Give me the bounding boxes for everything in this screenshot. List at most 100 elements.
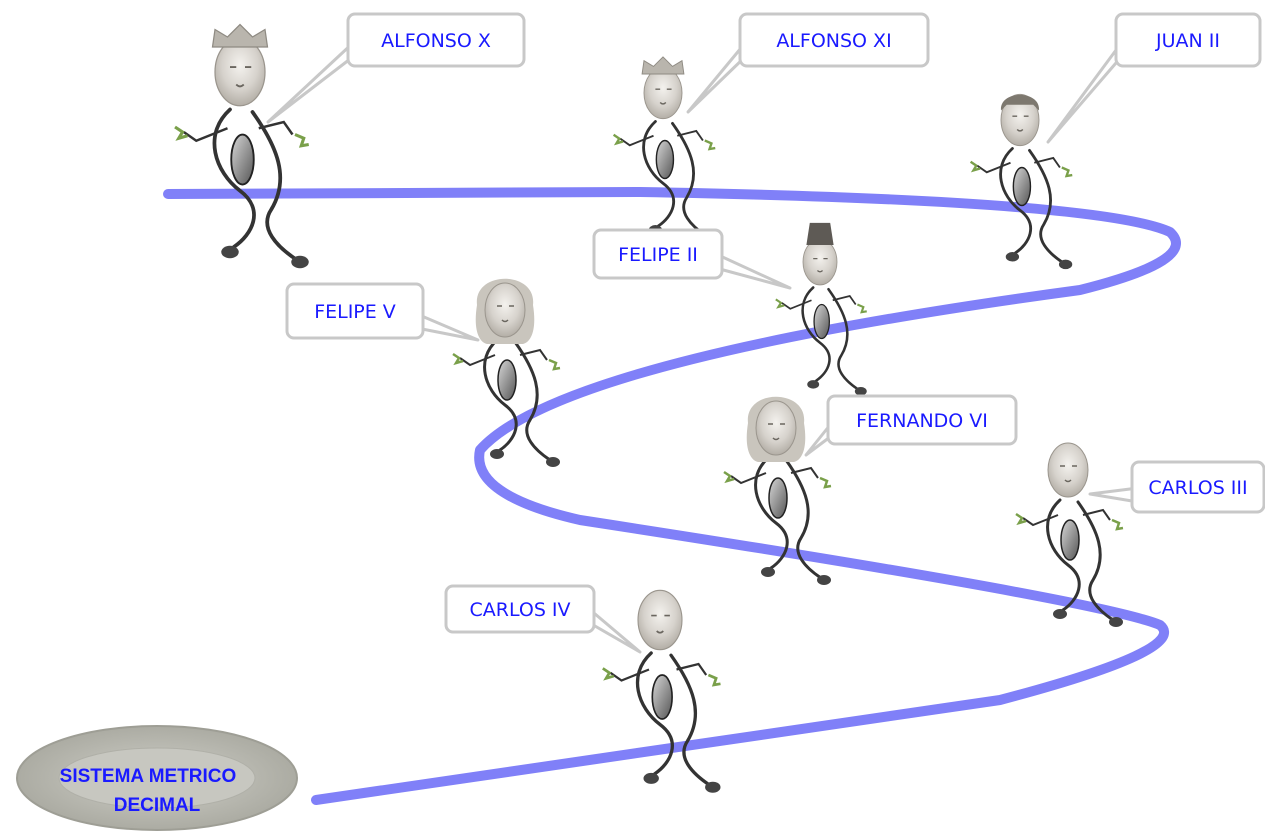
- right-hand-icon: [1061, 166, 1073, 178]
- callout-8: CARLOS IV: [444, 584, 642, 654]
- figure-torso: [1012, 166, 1032, 207]
- face-features: [1060, 465, 1077, 483]
- left-foot-icon: [807, 380, 820, 389]
- badge-inner-ellipse: [58, 747, 256, 809]
- face-features: [1012, 115, 1029, 132]
- right-foot-icon: [817, 575, 831, 585]
- badge-line-2: DECIMAL: [114, 795, 201, 816]
- portrait-face: [1047, 442, 1089, 498]
- left-hand-icon: [602, 667, 615, 681]
- left-hand-icon: [1015, 512, 1027, 526]
- callout-pointer: [266, 40, 356, 124]
- right-hand-icon: [856, 303, 867, 314]
- callout-2: ALFONSO XI: [686, 12, 930, 114]
- right-foot-icon: [546, 457, 560, 467]
- callout-pointer: [1046, 40, 1124, 144]
- callout-pointer: [415, 312, 480, 342]
- figure-arms: [781, 295, 857, 310]
- callout-box: [346, 12, 526, 68]
- figure-arms: [730, 466, 819, 485]
- figure-arms: [1022, 508, 1111, 527]
- left-foot-icon: [761, 567, 775, 577]
- figure-arms: [976, 156, 1061, 174]
- callout-4: FELIPE II: [592, 228, 792, 290]
- monarch-name-label: FERNANDO VI: [856, 410, 988, 432]
- face-features: [768, 423, 785, 441]
- figure-body: [483, 338, 552, 462]
- right-hand-icon: [294, 133, 310, 148]
- monarch-name-label: CARLOS III: [1148, 477, 1247, 499]
- monarch-figure: [1015, 442, 1124, 627]
- monarch-name-label: FELIPE V: [314, 301, 396, 323]
- callout-box: [826, 394, 1018, 446]
- figure-body: [999, 147, 1065, 264]
- face-features: [497, 305, 514, 323]
- left-hand-icon: [174, 125, 188, 141]
- callout-box: [592, 228, 724, 280]
- portrait-face: [484, 282, 526, 338]
- figure-torso: [768, 477, 788, 519]
- monarch-name-label: ALFONSO XI: [776, 30, 891, 52]
- left-hand-icon: [612, 133, 624, 146]
- figure-torso: [1060, 519, 1080, 561]
- figure-body: [801, 286, 860, 391]
- callout-box: [1130, 460, 1265, 514]
- portrait-face: [214, 37, 266, 107]
- figure-arms: [619, 129, 704, 147]
- callout-7: CARLOS III: [1088, 460, 1265, 514]
- right-foot-icon: [291, 255, 309, 269]
- monarch-figure: [612, 56, 716, 243]
- portrait-face: [802, 238, 838, 286]
- callout-box: [738, 12, 930, 68]
- portrait-face: [1000, 93, 1040, 147]
- figure-torso: [813, 303, 830, 340]
- right-hand-icon: [548, 358, 561, 371]
- monarch-figure: [723, 396, 832, 585]
- monarch-figure: [452, 278, 561, 467]
- badge-line-1: SISTEMA METRICO: [60, 766, 237, 787]
- left-foot-icon: [643, 772, 659, 784]
- left-foot-icon: [221, 245, 239, 259]
- left-hand-icon: [969, 160, 981, 173]
- figure-arms: [609, 662, 708, 682]
- end-badge: SISTEMA METRICO DECIMAL: [16, 725, 298, 831]
- portrait-face: [755, 400, 797, 456]
- left-hand-icon: [775, 298, 785, 309]
- right-hand-icon: [704, 139, 716, 151]
- portrait-face: [643, 66, 683, 120]
- monarch-name-label: JUAN II: [1155, 30, 1220, 52]
- callout-pointer: [686, 40, 748, 114]
- left-hand-icon: [452, 352, 464, 366]
- portrait-face: [637, 589, 683, 651]
- callout-box: [1114, 12, 1262, 68]
- figure-body: [635, 651, 712, 787]
- figure-arms: [183, 120, 294, 143]
- left-foot-icon: [490, 449, 504, 459]
- figure-torso: [230, 133, 255, 186]
- crown-icon: [211, 23, 269, 48]
- monarch-figure: [775, 222, 867, 396]
- monarch-figure: [174, 23, 310, 269]
- figure-torso: [497, 359, 517, 401]
- right-hand-icon: [819, 476, 832, 489]
- figure-body: [642, 120, 708, 237]
- right-foot-icon: [1109, 617, 1123, 627]
- right-foot-icon: [1058, 259, 1073, 270]
- crown-icon: [641, 56, 685, 75]
- monarch-figure: [969, 93, 1073, 270]
- callout-6: FERNANDO VI: [804, 394, 1018, 457]
- left-hand-icon: [723, 470, 735, 484]
- hair-icon: [1000, 94, 1040, 111]
- right-foot-icon: [854, 386, 867, 396]
- figure-body: [1046, 498, 1115, 622]
- monarch-figure: [602, 589, 721, 793]
- face-features: [813, 257, 828, 273]
- right-foot-icon: [705, 781, 721, 793]
- figure-torso: [651, 674, 673, 720]
- face-features: [655, 88, 672, 105]
- monarch-name-label: ALFONSO X: [381, 30, 491, 52]
- callout-1: ALFONSO X: [266, 12, 526, 124]
- figure-body: [754, 456, 823, 580]
